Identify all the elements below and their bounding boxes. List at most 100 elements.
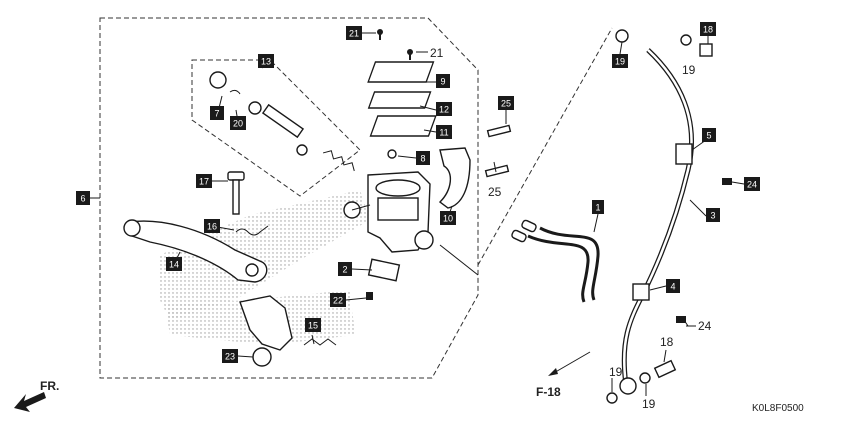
- callout-5: 5: [702, 128, 716, 142]
- front-direction-label: FR.: [40, 379, 59, 393]
- sealing-washer-3: [606, 392, 618, 404]
- svg-text:25: 25: [501, 99, 511, 109]
- piston-seal-2: [296, 144, 308, 156]
- callout-21: 21: [346, 26, 362, 40]
- callout-4: 4: [666, 279, 680, 293]
- diaphragm: [369, 115, 437, 137]
- knuckle-spring: [303, 338, 337, 346]
- svg-text:14: 14: [169, 260, 179, 270]
- banjo-fitting: [414, 230, 434, 250]
- body-bore: [377, 197, 419, 221]
- callout-1: 1: [592, 200, 604, 214]
- piston-seal: [248, 101, 262, 115]
- sealing-washer-2: [680, 34, 692, 46]
- banjo-bolt-lower: [653, 359, 677, 379]
- svg-text:1: 1: [595, 203, 600, 213]
- union-leader-line: [439, 244, 479, 276]
- cap-plate: [367, 91, 432, 109]
- svg-text:9: 9: [440, 77, 445, 87]
- reservoir-opening: [375, 179, 421, 197]
- banjo-bolt: [699, 43, 713, 57]
- hose-clamp-upper: [675, 143, 693, 165]
- hose-clamp-lower: [632, 283, 650, 301]
- lever-pivot: [245, 263, 259, 277]
- leader-lines: [86, 32, 745, 358]
- callout-10: 10: [440, 211, 456, 225]
- lever-tip: [123, 219, 141, 237]
- float: [387, 149, 397, 159]
- svg-text:7: 7: [214, 109, 219, 119]
- svg-text:21: 21: [349, 29, 359, 39]
- pivot-cap: [252, 347, 272, 367]
- clamp-bolt-upper: [722, 178, 732, 185]
- holder-bolt: [486, 124, 512, 138]
- callout-25: 25: [498, 96, 514, 110]
- reference-arrow: [548, 368, 558, 376]
- switch-screw: [366, 292, 373, 300]
- svg-text:18: 18: [703, 25, 713, 35]
- callout-6: 6: [76, 191, 90, 205]
- svg-text:13: 13: [261, 57, 271, 67]
- pivot-bolt-head: [227, 171, 245, 181]
- callout-7: 7: [210, 106, 224, 120]
- callout-8: 8: [416, 151, 430, 165]
- clamp-bolt-lower: [676, 316, 686, 323]
- svg-text:16: 16: [207, 222, 217, 232]
- callout-3-hose: 3: [706, 208, 720, 222]
- callout-14: 14: [166, 257, 182, 271]
- master-cylinder-holder: [438, 147, 471, 209]
- pivot-bolt-shank: [232, 179, 240, 215]
- reservoir-cap: [367, 61, 435, 83]
- callout-22: 22: [330, 293, 346, 307]
- svg-text:20: 20: [233, 119, 243, 129]
- svg-text:8: 8: [420, 154, 425, 164]
- diagram-code: K0L8F0500: [752, 403, 804, 414]
- plain-callout-18: 18: [660, 335, 674, 349]
- sealing-washer-4: [639, 372, 651, 384]
- svg-text:15: 15: [308, 321, 318, 331]
- front-direction-arrow: [14, 392, 46, 412]
- lever-spring: [235, 225, 269, 236]
- svg-text:19: 19: [615, 57, 625, 67]
- svg-text:22: 22: [333, 296, 343, 306]
- callout-12: 12: [436, 102, 452, 116]
- reference-label: F-18: [536, 385, 561, 399]
- assembly-outline: [99, 17, 479, 379]
- brake-hose: [621, 48, 694, 386]
- plain-callout-25: 25: [488, 185, 502, 199]
- circlip: [229, 89, 241, 95]
- svg-text:24: 24: [747, 180, 757, 190]
- svg-text:6: 6: [80, 194, 85, 204]
- lever-knuckle: [239, 295, 293, 351]
- hose-banjo-end: [619, 377, 637, 395]
- boot: [209, 71, 227, 89]
- callout-19: 19: [612, 54, 628, 68]
- callout-17: 17: [196, 174, 212, 188]
- callout-23: 23: [222, 349, 238, 363]
- piston-kit-outline: [191, 59, 361, 197]
- svg-text:17: 17: [199, 177, 209, 187]
- sealing-washer: [615, 29, 629, 43]
- callout-24: 24: [744, 177, 760, 191]
- brake-light-switch: [367, 258, 401, 282]
- holder-bolt-2: [484, 164, 510, 178]
- callout-20: 20: [230, 116, 246, 130]
- plain-callout-19-bottom: 19: [642, 397, 656, 411]
- svg-text:2: 2: [342, 265, 347, 275]
- callout-11: 11: [436, 125, 452, 139]
- brake-lever: [129, 220, 268, 283]
- switch-wire: [539, 226, 600, 301]
- plain-callout-21: 21: [430, 46, 444, 60]
- plain-callout-19: 19: [682, 63, 696, 77]
- callout-9-cap: 9: [436, 74, 450, 88]
- hose-leader-line: [477, 27, 613, 266]
- callout-16: 16: [204, 219, 220, 233]
- callout-18: 18: [700, 22, 716, 36]
- piston: [261, 103, 305, 139]
- plain-callout-24: 24: [698, 319, 712, 333]
- svg-text:10: 10: [443, 214, 453, 224]
- svg-text:23: 23: [225, 352, 235, 362]
- svg-text:3: 3: [710, 211, 715, 221]
- callout-2: 2: [338, 262, 352, 276]
